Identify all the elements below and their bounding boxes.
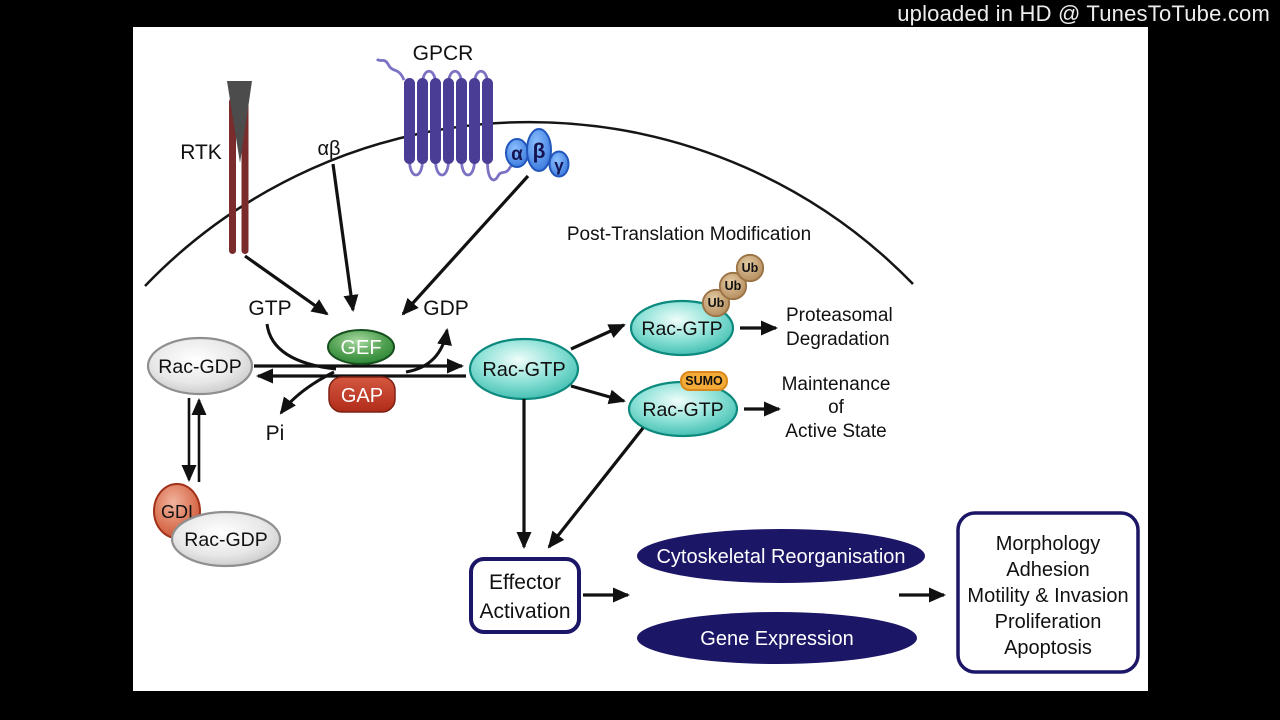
gef-label: GEF [340,337,381,359]
rtk-chain-left [229,98,236,254]
rac-gtp-label: Rac-GTP [482,359,565,381]
proteasomal-line2: Degradation [786,329,890,350]
ub-circle-2 [718,271,748,301]
gdi-complex: GDI Rac-GDP [153,398,282,568]
sumo-rac-to-effector-arrow [547,427,645,549]
outcome-morphology: Morphology [996,533,1101,555]
g-beta-oval [526,128,552,172]
ubiquitin-chain: Ub Ub Ub [701,253,765,318]
gdp-label: GDP [423,297,469,320]
sumoylated-rac-label: Rac-GTP [642,399,723,421]
g-protein-trimer: α β γ [505,128,570,178]
ubiquitinated-rac-node [629,299,735,357]
ptm-title: Post-Translation Modification [567,224,811,245]
rac-gdp-label: Rac-GDP [158,356,241,378]
gtp-in-curve [265,323,337,371]
nucleotide-exchange: GTP GDP Pi [248,297,468,445]
maintenance-line3: Active State [785,421,886,442]
betagamma-to-gef-arrow [401,174,530,316]
gpcr-n-terminus [375,57,406,81]
rtk-receptor: RTK [180,81,252,254]
gdi-bound-rac-gdp-node [170,510,282,568]
ub-label-3: Ub [742,261,759,275]
outcome-motility-invasion: Motility & Invasion [967,585,1128,607]
outcomes-box [956,511,1140,674]
gdi-label: GDI [161,502,193,522]
g-beta-label: β [533,140,546,163]
g-alpha-label: α [511,144,523,165]
watermark-text: uploaded in HD @ TunesToTube.com [897,1,1270,26]
outcome-proliferation: Proliferation [995,611,1102,633]
ub-label-2: Ub [725,279,742,293]
pi-release-curve [279,370,335,415]
ub-circle-3 [735,253,765,283]
receptor-to-gef-arrows [244,163,530,316]
ub-label-1: Ub [708,296,725,310]
proteasomal-line1: Proteasomal [786,305,893,326]
pathway-diagram: RTK [133,27,1148,691]
rtk-to-gef-arrow [244,254,329,316]
pathway-svg: RTK [144,42,1140,674]
gdi-bound-rac-gdp-label: Rac-GDP [184,529,267,551]
gpcr-helices [404,78,493,164]
outcome-adhesion: Adhesion [1006,559,1089,581]
gdp-release-curve [405,328,452,374]
cytoskeletal-ellipse [637,529,925,583]
gene-expression-ellipse [637,612,917,664]
rtk-label: RTK [180,141,222,164]
outcome-apoptosis: Apoptosis [1004,637,1092,659]
rac-gdp-node [146,336,254,396]
g-gamma-oval [548,150,570,178]
maintenance-line2: of [828,397,845,418]
gef-node [327,329,395,365]
gpcr-label: GPCR [413,42,474,65]
cytoskeletal-label: Cytoskeletal Reorganisation [656,546,905,568]
ub-circle-1 [701,288,731,318]
membrane-g-protein-label: αβ [317,138,340,160]
sumo-tag [680,371,728,391]
sumo-label: SUMO [685,374,723,388]
g-gamma-label: γ [554,156,564,175]
ubiquitinated-rac-label: Rac-GTP [641,318,722,340]
gpcr-receptor: GPCR [375,42,517,182]
gene-expression-label: Gene Expression [700,628,853,650]
gap-label: GAP [341,385,383,407]
effector-activation-box [469,557,581,634]
rac-to-sumo-arrow [570,384,626,405]
rac-to-ub-arrow [570,323,626,351]
rtk-ligand-triangle [227,81,252,163]
ptm-section: Post-Translation Modification Rac-GTP Ub… [567,224,893,442]
pi-label: Pi [266,422,285,445]
maintenance-line1: Maintenance [782,374,891,395]
effector-section: Effector Activation Cytoskeletal Reorgan… [469,399,1140,674]
alphabeta-to-gef-arrow [331,163,359,312]
gap-node [328,376,396,413]
gtp-label: GTP [248,297,291,320]
effector-line2: Activation [479,600,570,623]
effector-line1: Effector [489,571,561,594]
